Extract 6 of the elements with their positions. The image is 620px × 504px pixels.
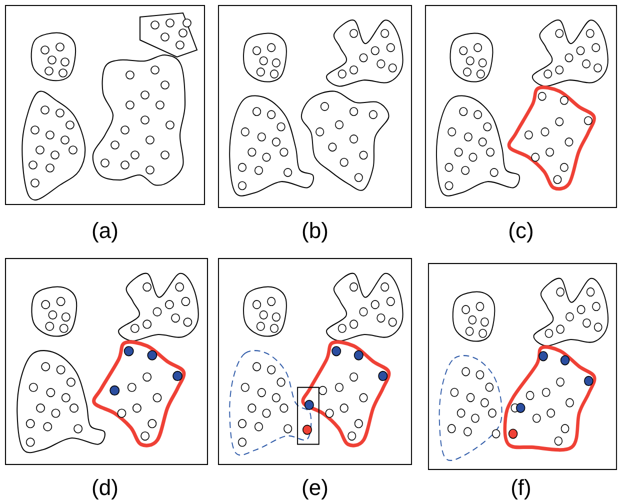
panel-label: (f) xyxy=(510,475,532,501)
panel-label: (b) xyxy=(300,218,330,244)
panel-label: (a) xyxy=(90,218,120,244)
panel-label: (c) xyxy=(507,218,535,244)
panel-label: (d) xyxy=(90,475,120,501)
panel-label: (e) xyxy=(300,475,330,501)
